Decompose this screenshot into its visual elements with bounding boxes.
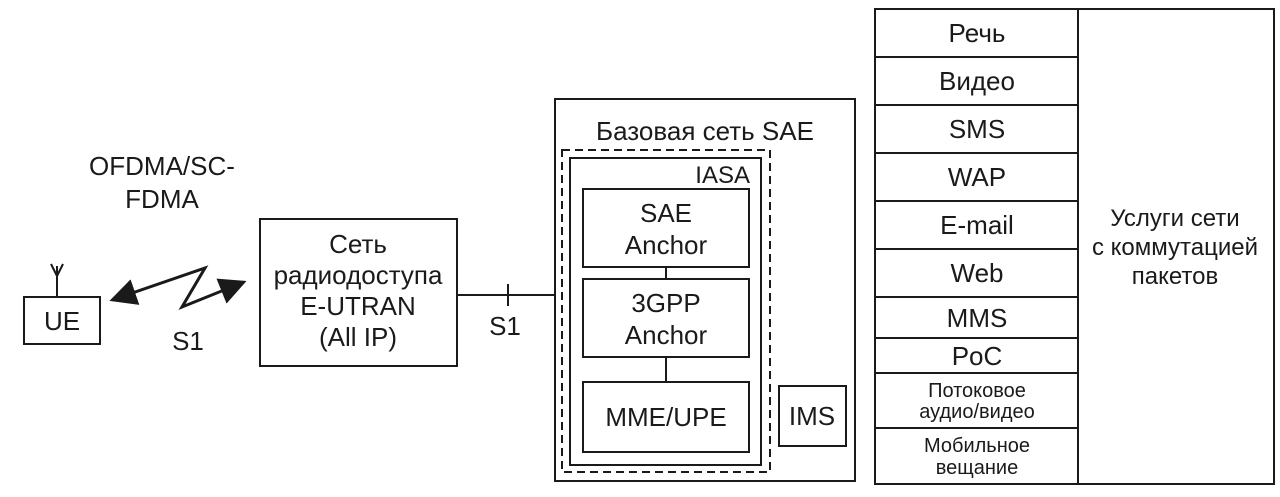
service-streaming-line1: Потоковое — [928, 380, 1026, 402]
services-label-line2: с коммутацией — [1092, 234, 1258, 261]
core-network-title: Базовая сеть SAE — [596, 116, 814, 146]
iasa-label: IASA — [695, 162, 750, 189]
service-web: Web — [951, 258, 1004, 288]
services-label-line1: Услуги сети — [1110, 205, 1239, 232]
service-email: E-mail — [940, 210, 1014, 240]
services-outer-box — [874, 8, 1275, 485]
eutran-line3: E-UTRAN — [300, 291, 416, 321]
ue-label: UE — [44, 306, 80, 336]
eutran-line1: Сеть — [329, 229, 387, 259]
service-broadcast-line1: Мобильное — [924, 435, 1030, 457]
service-poc: PoC — [952, 341, 1003, 371]
radio-link-label: S1 — [172, 326, 204, 356]
service-video: Видео — [939, 66, 1015, 96]
s1-link-label: S1 — [489, 311, 521, 341]
iasa-box — [569, 157, 762, 466]
service-streaming-line2: аудио/видео — [919, 401, 1034, 423]
3gpp-anchor-line2: Anchor — [625, 320, 708, 350]
eutran-line4: (All IP) — [319, 322, 397, 352]
air-interface-line1: OFDMA/SC- — [89, 151, 235, 181]
ims-box — [778, 385, 847, 447]
service-wap: WAP — [948, 162, 1006, 192]
ue-node: UE — [23, 263, 101, 345]
mme-upe-label: MME/UPE — [605, 402, 726, 432]
air-interface-line2: FDMA — [125, 184, 199, 214]
ue-box — [23, 296, 101, 345]
core-network: Базовая сеть SAE IASA SAE Anchor 3GPP An… — [554, 98, 856, 482]
radio-link-arrow — [109, 265, 247, 311]
service-mms: MMS — [947, 303, 1008, 333]
eutran-box — [259, 218, 458, 367]
service-speech: Речь — [949, 18, 1006, 48]
service-broadcast-line2: вещание — [936, 457, 1018, 479]
services-table: Речь Видео SMS WAP E-mail Web MMS PoC По… — [874, 8, 1275, 485]
core-network-box — [554, 98, 856, 482]
eutran-node: Сеть радиодоступа E-UTRAN (All IP) — [259, 218, 458, 367]
iasa-dashed-border — [561, 149, 771, 473]
ims-label: IMS — [789, 401, 835, 431]
eutran-line2: радиодоступа — [274, 260, 443, 290]
service-sms: SMS — [949, 114, 1005, 144]
sae-anchor-line1: SAE — [640, 198, 692, 228]
mme-upe-box — [582, 381, 750, 453]
3gpp-anchor-line1: 3GPP — [631, 288, 700, 318]
sae-anchor-line2: Anchor — [625, 230, 708, 260]
services-label-line3: пакетов — [1132, 263, 1218, 290]
antenna-icon — [50, 263, 64, 297]
